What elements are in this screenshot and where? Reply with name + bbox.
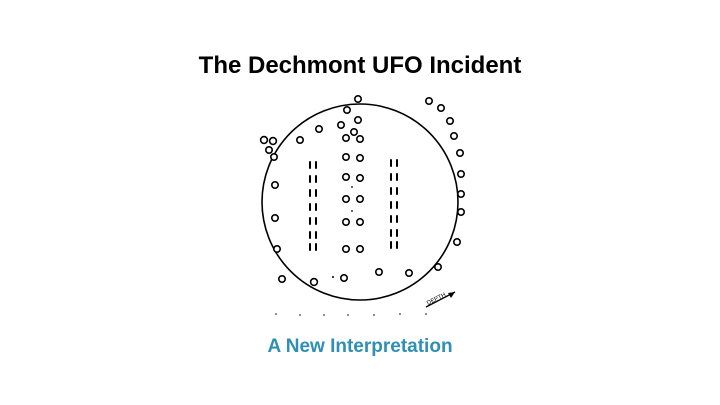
slide-title: The Dechmont UFO Incident — [198, 52, 522, 79]
direction-arrow-icon — [425, 291, 456, 308]
slide-subtitle: A New Interpretation — [267, 336, 453, 357]
circular-ground-marks-diagram-icon: DEPTH — [259, 94, 466, 316]
arrow-label: DEPTH — [426, 292, 447, 307]
ground-marks-diagram: DEPTH — [240, 92, 480, 320]
